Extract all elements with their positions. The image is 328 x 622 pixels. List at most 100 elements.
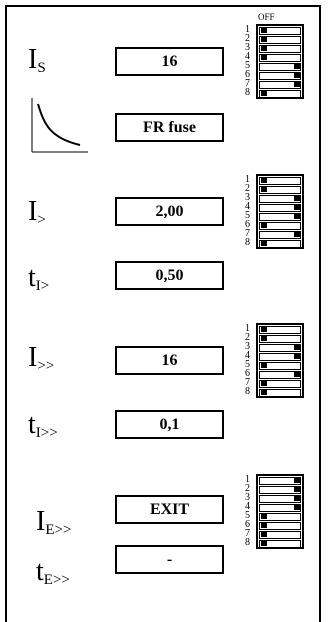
dip-switch: [259, 362, 301, 370]
dip-switch-knob: [261, 336, 267, 341]
switch-number: 6: [245, 368, 250, 379]
switch-number: 7: [245, 78, 250, 89]
dip-switch-knob: [261, 381, 267, 386]
symbol-te-greater-greater: tE>>: [36, 556, 70, 588]
dip-switch-bank: [256, 24, 304, 99]
switch-number: 1: [245, 323, 250, 334]
switch-number: 8: [245, 87, 250, 98]
switch-number: 6: [245, 69, 250, 80]
diagram-frame: [5, 5, 321, 622]
dip-switch-knob: [261, 241, 267, 246]
dip-switch-knob: [294, 372, 300, 377]
dip-switch: [259, 344, 301, 352]
dip-switch: [259, 213, 301, 221]
dip-switch-knob: [261, 55, 267, 60]
symbol-ie-greater-greater: IE>>: [36, 506, 72, 538]
switch-number: 1: [245, 24, 250, 35]
dip-switch: [259, 540, 301, 548]
symbol-t-i-greater-greater: tI>>: [28, 409, 58, 441]
dip-switch-knob: [261, 28, 267, 33]
switch-number: 1: [245, 174, 250, 185]
dip-switch: [259, 231, 301, 239]
dip-switch: [259, 371, 301, 379]
symbol-t-i-greater: tI>: [28, 262, 50, 294]
dip-switch: [259, 380, 301, 388]
dip-switch: [259, 195, 301, 203]
dip-switch-knob: [294, 73, 300, 78]
dip-switch: [259, 335, 301, 343]
dip-switch-knob: [261, 363, 267, 368]
value-box-is: 16: [115, 47, 224, 76]
dip-switch: [259, 326, 301, 334]
switch-number: 4: [245, 201, 250, 212]
dip-switch-knob: [261, 514, 267, 519]
dip-switch: [259, 54, 301, 62]
value-box-ie-greater-greater: EXIT: [115, 495, 224, 524]
dip-switch: [259, 495, 301, 503]
value-box-t-i-greater: 0,50: [115, 261, 224, 290]
dip-switch-knob: [294, 232, 300, 237]
symbol-i-greater: I>: [28, 196, 46, 228]
switch-number: 6: [245, 219, 250, 230]
value-box-i-greater-greater: 16: [115, 346, 224, 375]
switch-number: 7: [245, 377, 250, 388]
dip-switch-knob: [294, 214, 300, 219]
dip-switch-bank: [256, 174, 304, 249]
switch-number: 5: [245, 359, 250, 370]
switch-number: 4: [245, 350, 250, 361]
switch-number: 5: [245, 60, 250, 71]
dip-switch: [259, 72, 301, 80]
dip-switch-knob: [294, 64, 300, 69]
switch-number: 2: [245, 332, 250, 343]
dip-switch-knob: [294, 505, 300, 510]
dip-switch: [259, 177, 301, 185]
dip-switch: [259, 513, 301, 521]
dip-switch-knob: [261, 223, 267, 228]
switch-number: 3: [245, 341, 250, 352]
dip-switch: [259, 504, 301, 512]
value-box-t-i-greater-greater: 0,1: [115, 410, 224, 439]
dip-switch-knob: [294, 496, 300, 501]
dip-switch-knob: [294, 487, 300, 492]
dip-switch-knob: [294, 82, 300, 87]
dip-switch-knob: [294, 345, 300, 350]
switch-number: 3: [245, 492, 250, 503]
switch-number: 6: [245, 519, 250, 530]
value-box-te-greater-greater: -: [115, 545, 224, 574]
dip-switch-knob: [261, 178, 267, 183]
switch-number: 3: [245, 42, 250, 53]
dip-switch: [259, 486, 301, 494]
dip-switch-knob: [261, 327, 267, 332]
dip-switch-knob: [261, 37, 267, 42]
switch-number: 4: [245, 51, 250, 62]
dip-switch-bank: [256, 474, 304, 549]
dip-switch-knob: [261, 390, 267, 395]
dip-switch: [259, 90, 301, 98]
dip-switch: [259, 240, 301, 248]
switch-number: 2: [245, 183, 250, 194]
switch-number: 2: [245, 483, 250, 494]
dip-switch: [259, 63, 301, 71]
switch-number: 3: [245, 192, 250, 203]
switch-number: 1: [245, 474, 250, 485]
dip-switch-knob: [261, 46, 267, 51]
inverse-time-curve-icon: [31, 98, 88, 153]
dip-switch: [259, 36, 301, 44]
dip-switch-knob: [261, 541, 267, 546]
switch-number: 5: [245, 210, 250, 221]
dip-switch-knob: [294, 478, 300, 483]
dip-switch-bank: [256, 323, 304, 398]
dip-switch: [259, 389, 301, 397]
dip-switch-knob: [261, 523, 267, 528]
dip-switch: [259, 45, 301, 53]
switch-off-label: OFF: [258, 12, 275, 22]
dip-switch: [259, 353, 301, 361]
dip-switch: [259, 27, 301, 35]
dip-switch: [259, 522, 301, 530]
dip-switch: [259, 204, 301, 212]
dip-switch-knob: [261, 187, 267, 192]
switch-number: 7: [245, 228, 250, 239]
dip-switch-knob: [261, 91, 267, 96]
switch-number: 2: [245, 33, 250, 44]
switch-number: 8: [245, 386, 250, 397]
